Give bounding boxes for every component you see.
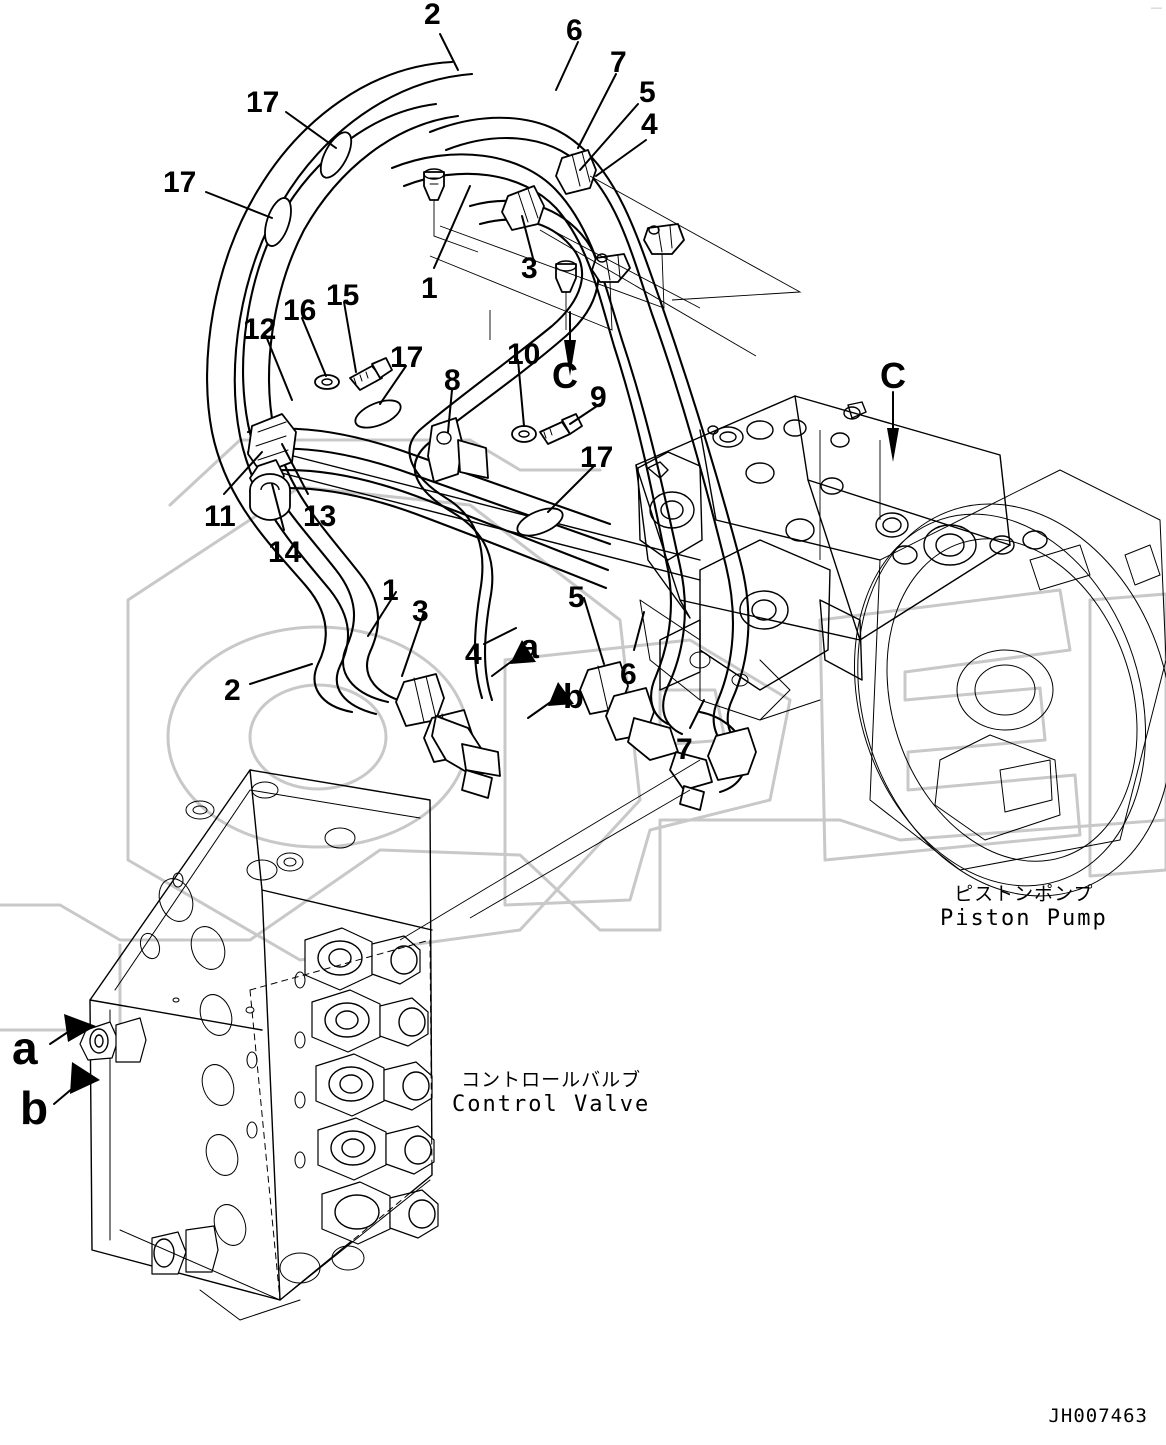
section-marker-c: C xyxy=(880,355,906,396)
callout-number-1: 1 xyxy=(382,574,399,607)
callout-number-12: 12 xyxy=(243,313,277,346)
callout-number-6: 6 xyxy=(620,658,637,691)
callout-number-5: 5 xyxy=(568,581,585,614)
control-valve-assembly xyxy=(79,769,439,1321)
caption-control-valve-jp: コントロールバルブ xyxy=(461,1069,642,1091)
callout-number-2: 2 xyxy=(224,674,241,707)
flow-marker-b: b xyxy=(563,678,584,716)
flow-marker-b: b xyxy=(20,1082,49,1134)
corner-mark: — xyxy=(1151,2,1162,14)
flow-marker-a: a xyxy=(12,1022,38,1074)
callout-number-6: 6 xyxy=(566,14,583,47)
small-fitting-parts xyxy=(423,168,685,293)
clamp-assembly xyxy=(247,413,297,521)
flow-arrows xyxy=(49,640,574,1105)
callout-number-15: 15 xyxy=(326,279,360,312)
coupling-nuts xyxy=(395,149,757,781)
callout-number-5: 5 xyxy=(639,76,656,109)
callout-number-7: 7 xyxy=(610,46,627,79)
hose-clamp-group xyxy=(264,131,564,537)
clamp-bracket-8 xyxy=(427,417,489,483)
callout-number-3: 3 xyxy=(412,595,429,628)
bolt-and-washer-9-10 xyxy=(511,413,583,445)
callout-number-1: 1 xyxy=(421,272,438,305)
caption-control-valve-en: Control Valve xyxy=(452,1091,651,1117)
callout-number-7: 7 xyxy=(676,733,693,766)
callout-number-11: 11 xyxy=(204,500,236,533)
callout-number-3: 3 xyxy=(521,252,538,285)
callout-number-8: 8 xyxy=(444,364,461,397)
callout-number-17: 17 xyxy=(390,341,424,374)
callout-number-10: 10 xyxy=(507,338,541,371)
caption-piston-pump-jp: ピストンポンプ xyxy=(954,883,1094,905)
callout-number-16: 16 xyxy=(283,294,317,327)
drawing-number: JH007463 xyxy=(1048,1405,1148,1427)
callout-number-14: 14 xyxy=(268,536,302,569)
section-arrow-markers xyxy=(564,311,899,462)
callout-number-17: 17 xyxy=(246,86,280,119)
callout-number-17: 17 xyxy=(163,166,197,199)
callout-number-4: 4 xyxy=(465,638,482,671)
flow-marker-a: a xyxy=(520,628,539,666)
callout-number-13: 13 xyxy=(303,500,337,533)
bolt-and-washer-15-16 xyxy=(314,357,393,391)
elbow-fittings xyxy=(431,715,713,811)
piston-pump-assembly xyxy=(635,395,1166,897)
caption-piston-pump-en: Piston Pump xyxy=(940,905,1108,931)
callout-number-4: 4 xyxy=(641,108,658,141)
hose-routing xyxy=(206,60,757,811)
callout-number-9: 9 xyxy=(590,381,607,414)
leader-lines xyxy=(205,33,881,941)
section-marker-c: C xyxy=(552,355,578,396)
callout-number-17: 17 xyxy=(580,441,614,474)
callout-number-2: 2 xyxy=(424,0,441,31)
